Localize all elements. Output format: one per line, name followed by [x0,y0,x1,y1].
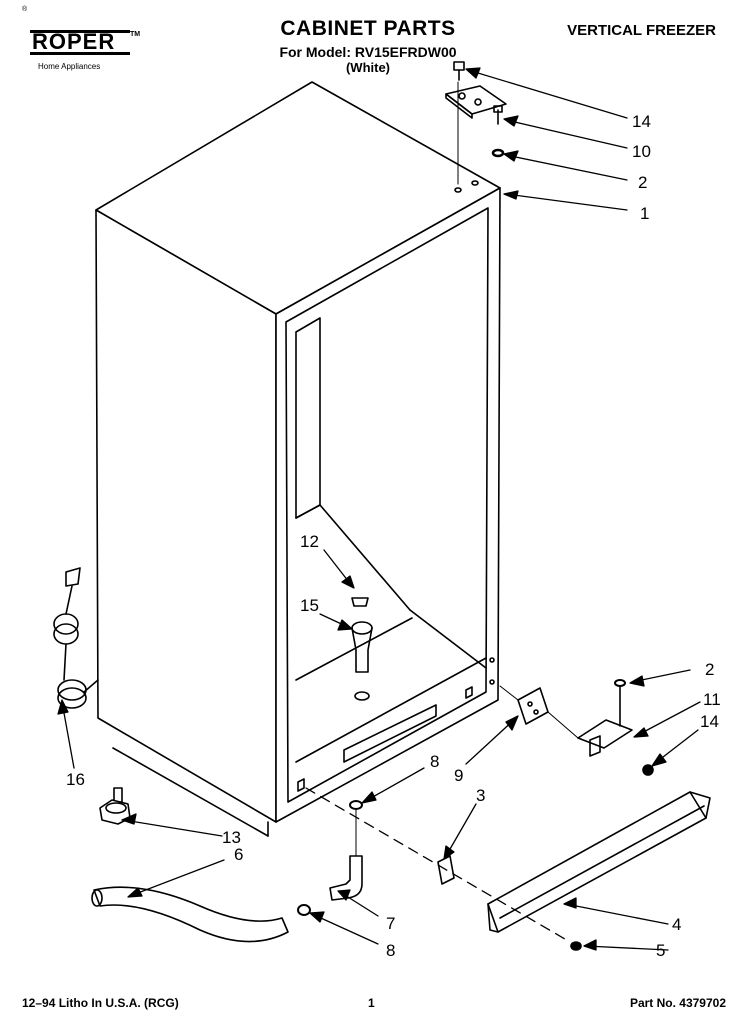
callout-2-top: 2 [638,173,648,192]
callout-15: 15 [300,596,319,615]
power-cord [53,567,99,709]
footer-litho: 12–94 Litho In U.S.A. (RCG) [22,996,179,1010]
callout-10: 10 [632,142,651,161]
callout-11: 11 [703,690,721,709]
brand-trademark: TM [130,31,141,38]
callout-9: 9 [454,766,464,785]
cabinet-body [95,81,501,823]
callout-8-top: 8 [430,752,440,771]
cabinet-base-outline [112,747,269,837]
toe-grille [487,791,711,951]
leader-lines [57,67,701,951]
top-hinge-assembly [445,61,507,185]
drain-hose-assembly [91,800,363,943]
color-line: (White) [345,60,391,75]
category-label: VERTICAL FREEZER [567,22,716,39]
footer-page-number: 1 [368,996,375,1010]
callout-16: 16 [66,770,85,789]
drain-assembly [351,597,373,701]
brand-logo-frame [30,30,130,55]
callout-7: 7 [386,914,396,933]
callout-3: 3 [476,786,486,805]
model-line: For Model: RV15EFRDW00 [279,44,457,60]
bottom-hinge-assembly [499,679,654,776]
callout-14-bottom: 14 [700,712,719,731]
callout-2-bottom: 2 [705,660,715,679]
callout-12: 12 [300,532,319,551]
callout-5: 5 [656,941,666,960]
callout-8-bottom: 8 [386,941,396,960]
footer-part-number: Part No. 4379702 [629,996,726,1010]
brand-logo: ROPER [32,29,116,54]
callout-4: 4 [672,915,682,934]
callout-14-top: 14 [632,112,651,131]
callout-6: 6 [234,845,244,864]
brand-subtitle: Home Appliances [38,62,101,71]
alignment-line [305,787,571,943]
page-title: CABINET PARTS [280,17,456,40]
callout-1: 1 [640,204,650,223]
callout-13: 13 [222,828,241,847]
registered-mark: ® [22,6,28,13]
